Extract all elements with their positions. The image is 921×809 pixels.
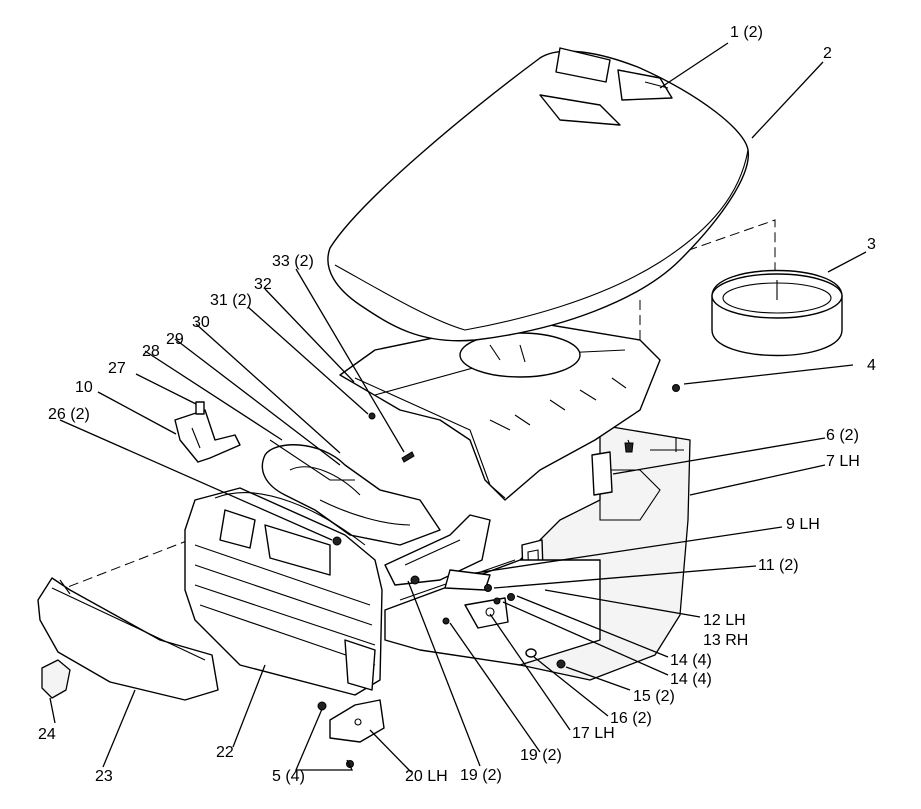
callout-labels: 1 (2) 2 3 4 6 (2) 7 LH 9 LH 10 11 (2) 12… [38, 24, 876, 785]
callout-31: 31 (2) [210, 292, 252, 309]
callout-27: 27 [108, 360, 126, 377]
part-23-bumper [37, 577, 219, 701]
part-3-ring [711, 269, 843, 357]
callout-24: 24 [38, 726, 56, 743]
part-30-air-duct [261, 439, 441, 546]
callout-26: 26 (2) [48, 406, 90, 423]
callout-30: 30 [192, 314, 210, 331]
part-10-27-brackets [174, 401, 241, 463]
callout-7: 7 LH [826, 453, 860, 470]
callout-3: 3 [867, 236, 876, 253]
callout-9: 9 LH [786, 516, 820, 533]
callout-6: 6 (2) [826, 427, 859, 444]
part-2-hood [327, 47, 749, 342]
callout-13: 13 RH [703, 632, 748, 649]
callout-28: 28 [142, 343, 160, 360]
part-24-badge [41, 659, 71, 699]
callout-5: 5 (4) [272, 768, 305, 785]
callout-20: 20 LH [405, 768, 448, 785]
callout-17: 17 LH [572, 725, 615, 742]
part-17-bracket [464, 597, 509, 629]
callout-19a: 19 (2) [520, 747, 562, 764]
callout-11: 11 (2) [758, 557, 799, 574]
callout-19b: 19 (2) [460, 767, 502, 784]
leader-lines [49, 42, 867, 773]
callout-2: 2 [823, 45, 832, 62]
callout-33: 33 (2) [272, 253, 314, 270]
hardware-fasteners [317, 384, 680, 768]
callout-15: 15 (2) [633, 688, 675, 705]
callout-16: 16 (2) [610, 710, 652, 727]
callout-14b: 14 (4) [670, 671, 712, 688]
callout-12: 12 LH [703, 612, 746, 629]
callout-23: 23 [95, 768, 113, 785]
callout-14a: 14 (4) [670, 652, 712, 669]
callout-1: 1 (2) [730, 24, 763, 41]
part-9-bracket [384, 514, 491, 591]
callout-32: 32 [254, 276, 272, 293]
part-20-bracket [329, 699, 385, 743]
callout-4: 4 [867, 357, 876, 374]
callout-10: 10 [75, 379, 93, 396]
callout-29: 29 [166, 331, 184, 348]
callout-22: 22 [216, 744, 234, 761]
